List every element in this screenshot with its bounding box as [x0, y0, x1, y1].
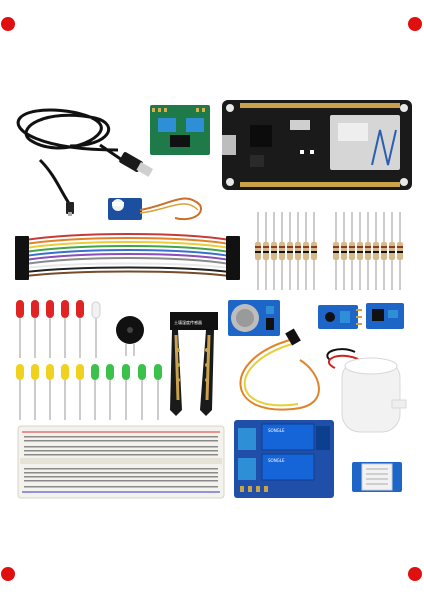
corner-marker-bottom-right — [408, 567, 422, 581]
breadboard-holes — [24, 436, 218, 488]
gas-sensor-module — [228, 300, 280, 336]
mini-water-pump — [341, 357, 407, 433]
jumper-wires — [15, 233, 240, 280]
yellow-led-group — [16, 364, 84, 420]
breadboard — [17, 425, 225, 499]
soil-moisture-sensor: 土壤湿度传感器 — [170, 312, 218, 416]
relay-ch2-label: SONGLE — [268, 458, 285, 463]
buzzer — [116, 316, 144, 356]
red-led-group — [16, 300, 101, 358]
corner-marker-bottom-left — [1, 567, 15, 581]
servo-motor — [108, 197, 202, 221]
relay-ch1-label: SONGLE — [268, 428, 285, 433]
dual-relay-module: SONGLE SONGLE — [234, 420, 334, 498]
motor-driver-board — [150, 105, 210, 155]
resistor-row — [255, 212, 403, 290]
dht11-sensor — [352, 462, 402, 492]
ir-sensor-module — [318, 305, 362, 329]
corner-marker-top-right — [408, 17, 422, 31]
soil-sensor-label: 土壤湿度传感器 — [174, 319, 202, 325]
sensor-jumper-loop — [239, 328, 361, 411]
usb-cable — [16, 108, 154, 216]
water-level-sensor — [366, 303, 404, 329]
corner-marker-top-left — [1, 17, 15, 31]
nodemcu-board — [222, 100, 412, 190]
green-led-group — [91, 364, 162, 420]
